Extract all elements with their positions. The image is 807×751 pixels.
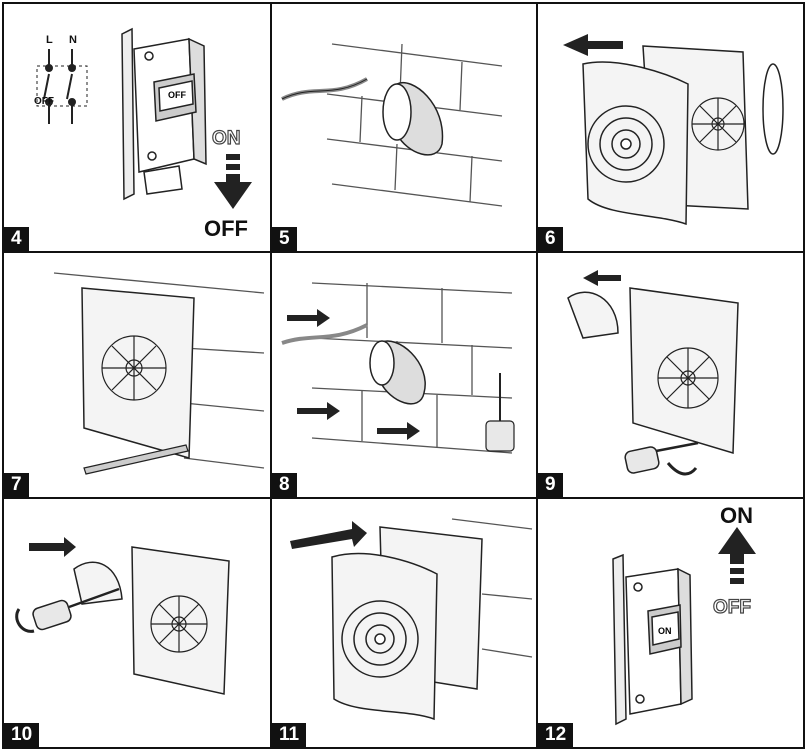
step-panel-10: 10	[2, 497, 272, 749]
step-number: 11	[272, 723, 307, 747]
fan-icon	[691, 97, 745, 151]
two-pole-switch-symbol	[36, 49, 88, 124]
fan-icon	[150, 595, 208, 653]
pole-label-l: L	[46, 34, 53, 46]
screwdriver-icon	[624, 441, 699, 474]
fan-base	[81, 287, 195, 459]
arrow-down-icon	[214, 154, 252, 209]
step-number: 4	[4, 227, 29, 251]
circuit-breaker-icon	[612, 553, 693, 726]
step-panel-7: 7	[2, 251, 272, 499]
to-state-label: ON	[720, 503, 753, 528]
front-cover	[331, 552, 438, 721]
screwdriver-icon	[485, 373, 515, 452]
circuit-breaker-icon	[121, 27, 207, 201]
remove-terminal-cover-illustration	[567, 270, 739, 476]
step-panel-5: 5	[270, 2, 538, 253]
wall-duct-icon	[382, 81, 444, 156]
connect-wires-illustration	[15, 537, 230, 695]
rotate-arrow-icon	[666, 462, 698, 476]
screwdriver-icon	[32, 587, 120, 631]
fan-base	[131, 546, 230, 695]
fan-icon	[657, 347, 719, 409]
brick-wall	[451, 518, 533, 658]
breaker-switch-text: ON	[658, 626, 672, 636]
switch-symbol-label: OFF	[34, 96, 54, 107]
step-number: 9	[538, 473, 563, 497]
step-number: 10	[4, 723, 40, 747]
mark-holes-illustration	[53, 272, 265, 475]
terminal-cover	[567, 291, 619, 339]
brick-wall	[53, 272, 265, 469]
step-number: 12	[538, 723, 574, 747]
step-number: 8	[272, 473, 297, 497]
to-state-label: OFF	[204, 216, 248, 241]
step-panel-4: L N OFF OFF ON OFF 4	[2, 2, 272, 253]
step-number: 5	[272, 227, 297, 251]
fan-icon	[101, 335, 167, 401]
power-cable	[281, 77, 368, 101]
breaker-switch-text: OFF	[168, 90, 186, 100]
remove-front-panel-illustration	[563, 34, 784, 226]
power-cable	[281, 323, 368, 345]
from-state-label: ON	[211, 127, 241, 149]
step-panel-12: ON OFF ON 12	[536, 497, 805, 749]
arrow-up-icon	[718, 527, 756, 584]
step-number: 7	[4, 473, 29, 497]
arrow-right-icon	[290, 521, 367, 549]
wall-duct-icon	[369, 340, 426, 405]
from-state-label: OFF	[712, 596, 751, 618]
wall-duct-illustration	[281, 43, 503, 207]
step-panel-8: 8	[270, 251, 538, 499]
drill-and-plug-illustration	[281, 282, 515, 454]
pencil-icon	[83, 444, 189, 475]
step-panel-11: 11	[270, 497, 538, 749]
pole-label-n: N	[69, 34, 77, 46]
arrow-right-icon	[29, 537, 76, 557]
fan-base	[629, 287, 739, 454]
breaker-on-illustration	[612, 527, 756, 726]
breaker-off-illustration	[36, 27, 252, 209]
step-panel-9: 9	[536, 251, 805, 499]
step-number: 6	[538, 227, 563, 251]
rotate-arrow-icon	[15, 608, 35, 633]
arrow-left-icon	[583, 270, 621, 286]
front-cover	[582, 61, 689, 226]
attach-front-panel-illustration	[290, 518, 533, 721]
wall-plug-icon	[287, 309, 420, 440]
step-panel-6: 6	[536, 2, 805, 253]
arrow-left-icon	[563, 34, 623, 56]
